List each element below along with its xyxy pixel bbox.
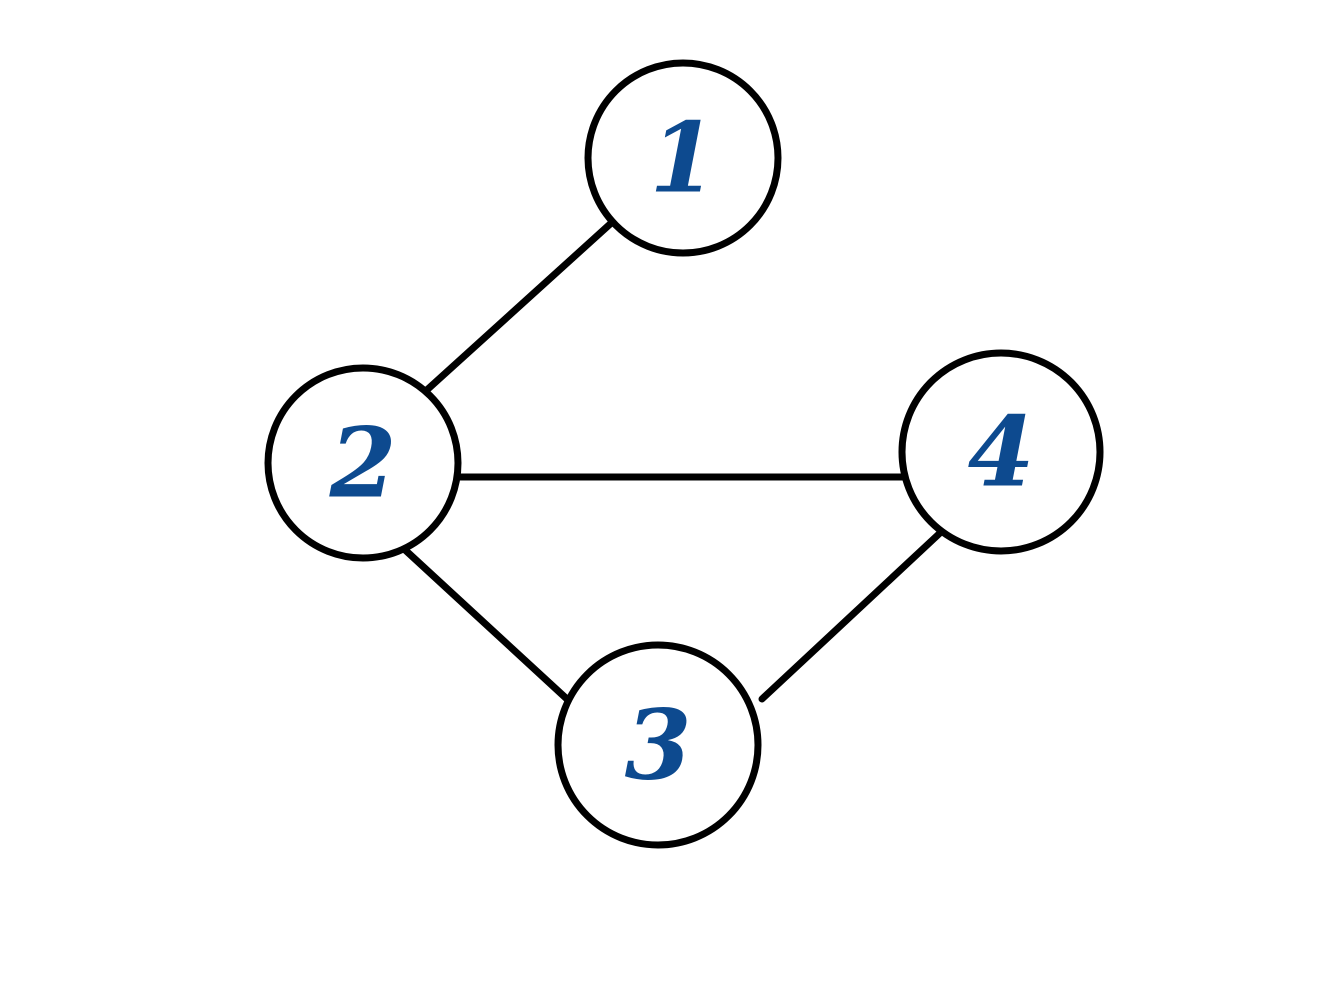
node-4[interactable]: 4	[898, 349, 1104, 555]
node-2-label: 2	[329, 407, 397, 520]
edge-2-3[interactable]	[399, 544, 572, 704]
node-3-circle[interactable]	[554, 641, 762, 849]
edge-layer	[399, 212, 944, 704]
node-2-circle[interactable]	[264, 364, 462, 562]
edge-2-1[interactable]	[414, 212, 623, 402]
node-layer: 1 2 3 4	[264, 59, 1104, 849]
node-4-circle[interactable]	[898, 349, 1104, 555]
node-1-label: 1	[650, 102, 717, 215]
node-2[interactable]: 2	[264, 364, 462, 562]
node-3-label: 3	[625, 689, 692, 802]
node-4-label: 4	[968, 396, 1035, 509]
node-1-circle[interactable]	[584, 59, 782, 257]
node-1[interactable]: 1	[584, 59, 782, 257]
node-3[interactable]: 3	[554, 641, 762, 849]
edge-3-4[interactable]	[758, 529, 944, 703]
